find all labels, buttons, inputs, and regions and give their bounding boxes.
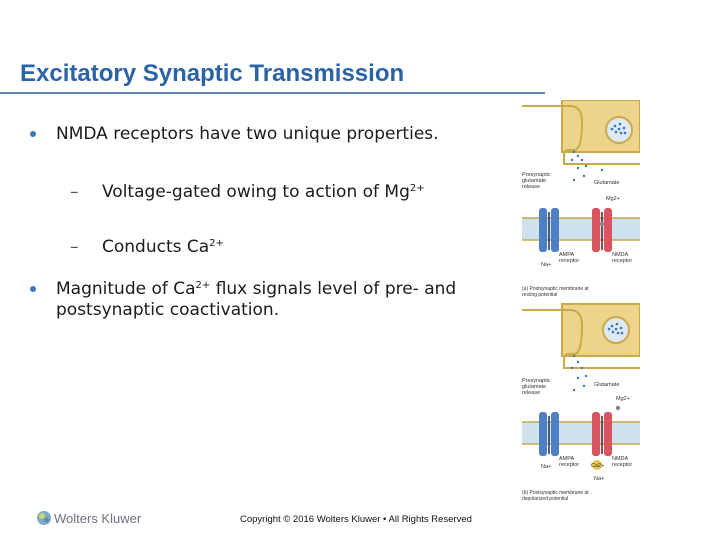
bullet-dot (30, 131, 36, 137)
glutamate-label: Glutamate (594, 382, 619, 388)
ampa-receptor (539, 412, 559, 456)
ampa-receptor (539, 208, 559, 252)
bullet-dot (30, 286, 36, 292)
synaptic-cleft-membrane (522, 105, 640, 165)
dash-marker: – (70, 237, 79, 257)
sub-bullet-item: – Conducts Ca2+ (70, 237, 224, 258)
sub-bullet-text: Voltage-gated owing to action of Mg2+ (102, 182, 425, 202)
dash-marker: – (70, 182, 79, 202)
bullet-item: NMDA receptors have two unique propertie… (30, 124, 439, 145)
mg-label: Mg2+ (616, 396, 630, 402)
na-label: Na+ (541, 464, 551, 470)
bullet-text: Magnitude of Ca2+ flux signals level of … (56, 279, 457, 320)
nmda-receptor (592, 412, 612, 456)
slide-title: Excitatory Synaptic Transmission (20, 60, 405, 87)
mg-ion-block (599, 221, 605, 227)
title-divider (0, 92, 545, 94)
copyright-notice: Copyright © 2016 Wolters Kluwer • All Ri… (240, 514, 472, 525)
released-glutamate (570, 354, 588, 392)
publisher-logo: Wolters Kluwer (36, 510, 141, 526)
released-glutamate (570, 150, 604, 182)
slide-footer: Wolters Kluwer Copyright © 2016 Wolters … (36, 510, 696, 530)
glutamate-label: Glutamate (594, 180, 619, 186)
mg-ion-expelled (615, 405, 621, 411)
glutamate-molecules (610, 122, 627, 135)
glutamate-molecules (607, 322, 624, 335)
mg-label: Mg2+ (606, 196, 620, 202)
ca-label: Ca2+ (591, 463, 604, 469)
na-label: Na+ (594, 476, 604, 482)
sub-bullet-text: Conducts Ca2+ (102, 237, 224, 257)
ca-ion (592, 460, 602, 470)
na-label: Na+ (541, 262, 551, 268)
sub-bullet-item: – Voltage-gated owing to action of Mg2+ (70, 182, 425, 203)
logo-text: Wolters Kluwer (54, 511, 142, 526)
nmda-receptor (592, 208, 612, 252)
bullet-text: NMDA receptors have two unique propertie… (56, 124, 439, 144)
globe-logo-icon (37, 511, 51, 525)
synaptic-cleft-membrane (522, 309, 640, 369)
bullet-item: Magnitude of Ca2+ flux signals level of … (30, 279, 500, 321)
